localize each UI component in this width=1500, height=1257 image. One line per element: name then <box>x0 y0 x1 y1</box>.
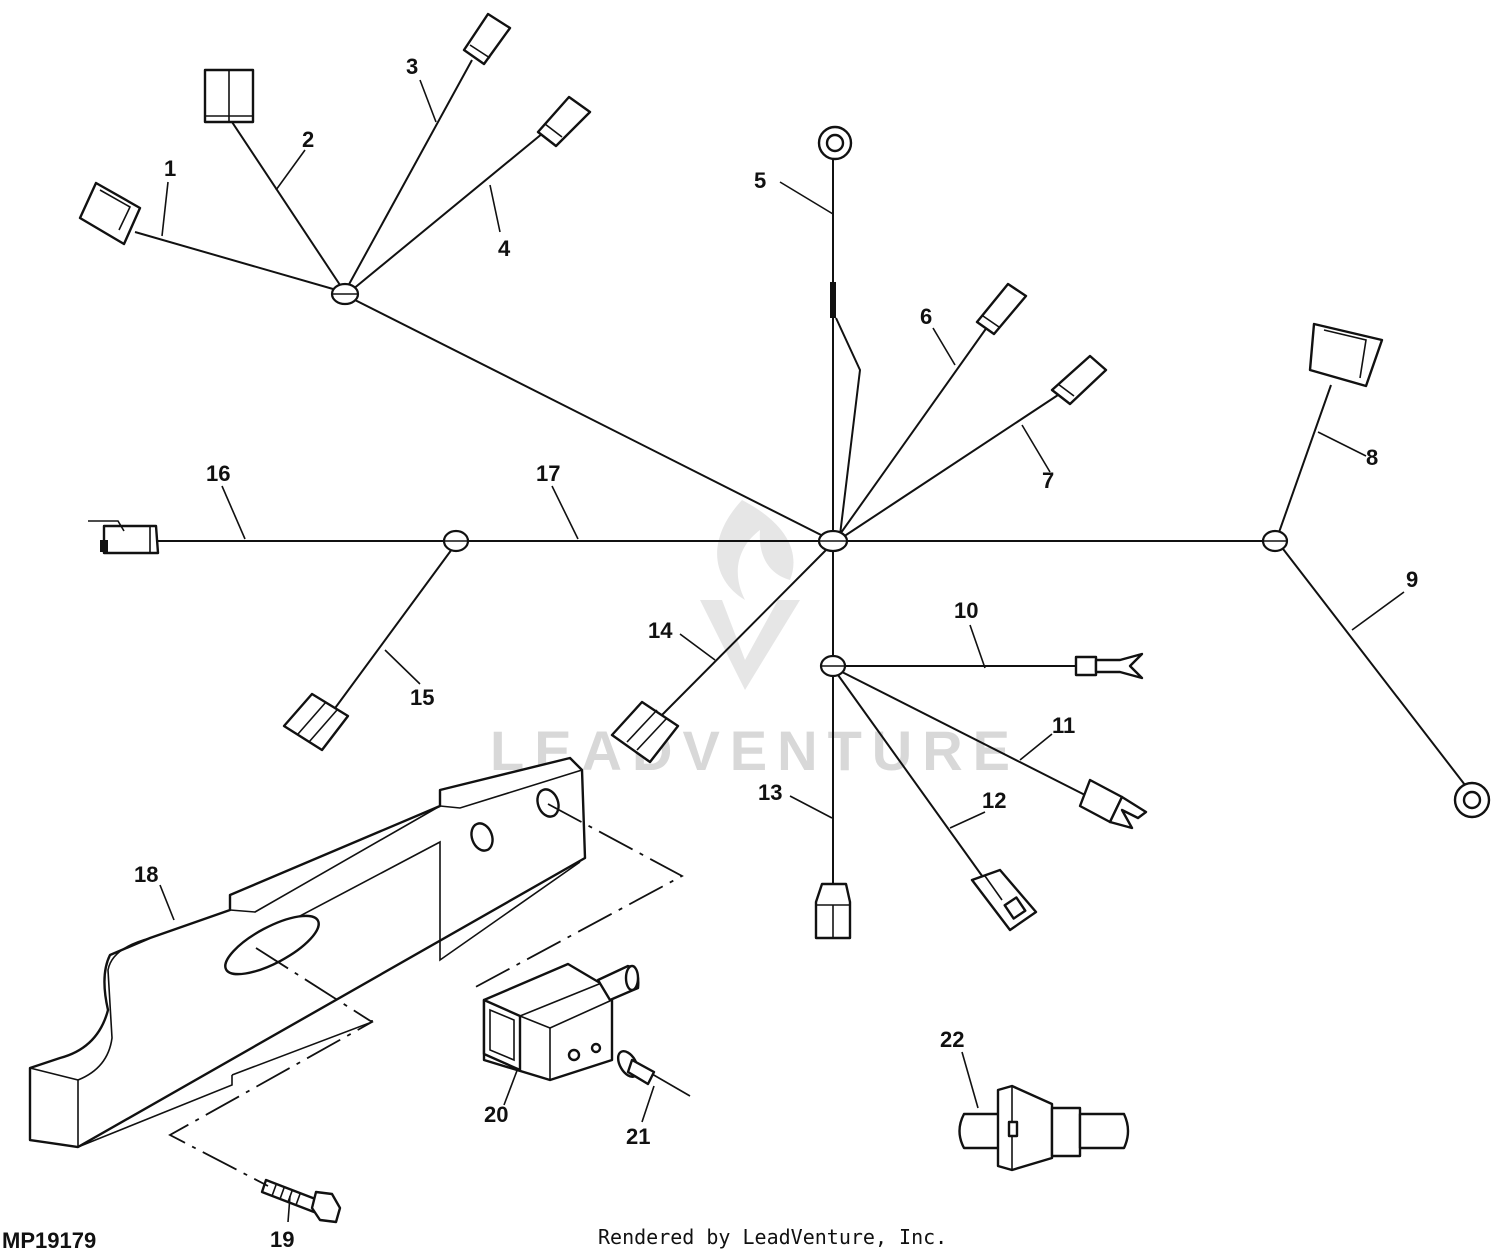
harness-wires <box>134 59 1466 885</box>
callout-12: 12 <box>982 788 1006 813</box>
callout-7: 7 <box>1042 468 1054 493</box>
callout-13: 13 <box>758 780 782 805</box>
assembly-lines <box>168 803 684 1187</box>
bracket-18 <box>28 756 587 1149</box>
callout-leaders <box>159 79 1405 1223</box>
connector-14 <box>610 700 680 764</box>
callout-10: 10 <box>954 598 978 623</box>
callout-17: 17 <box>536 461 560 486</box>
callout-14: 14 <box>648 618 673 643</box>
callout-6: 6 <box>920 304 932 329</box>
credit-text: Rendered by LeadVenture, Inc. <box>598 1225 947 1249</box>
ring-terminal-9 <box>1453 781 1491 819</box>
callout-5: 5 <box>754 168 766 193</box>
callout-21: 21 <box>626 1124 650 1149</box>
switch-22 <box>958 1084 1130 1172</box>
connector-2 <box>203 68 255 124</box>
callout-11: 11 <box>1052 713 1075 738</box>
callout-3: 3 <box>406 54 418 79</box>
watermark: LEADVENTURE <box>490 500 1010 782</box>
callout-9: 9 <box>1406 567 1418 592</box>
connector-1 <box>78 181 142 246</box>
bolt-19 <box>260 1178 342 1224</box>
spade-terminal-11 <box>1078 778 1148 830</box>
connector-13 <box>814 882 852 940</box>
rivet-21 <box>616 1050 691 1097</box>
fork-terminal-10 <box>1074 652 1144 680</box>
callout-labels: 1 2 3 4 5 6 7 8 9 10 11 12 13 14 15 16 1… <box>134 54 1418 1252</box>
figure-id: MP19179 <box>2 1228 96 1253</box>
switch-20 <box>482 962 640 1082</box>
callout-4: 4 <box>498 236 511 261</box>
connector-16 <box>88 520 160 555</box>
callout-22: 22 <box>940 1027 964 1052</box>
connector-15 <box>282 692 350 752</box>
callout-1: 1 <box>164 156 176 181</box>
connector-12 <box>970 868 1038 932</box>
callout-2: 2 <box>302 127 314 152</box>
connector-3 <box>462 12 512 66</box>
connector-6 <box>975 282 1028 336</box>
callout-15: 15 <box>410 685 434 710</box>
ring-terminal-5 <box>817 125 853 318</box>
connector-7 <box>1050 354 1108 406</box>
connector-8 <box>1308 322 1384 388</box>
callout-8: 8 <box>1366 445 1378 470</box>
connector-4 <box>536 95 592 148</box>
callout-18: 18 <box>134 862 158 887</box>
callout-19: 19 <box>270 1227 294 1252</box>
callout-16: 16 <box>206 461 230 486</box>
harness-junctions <box>330 282 1289 678</box>
callout-20: 20 <box>484 1102 508 1127</box>
